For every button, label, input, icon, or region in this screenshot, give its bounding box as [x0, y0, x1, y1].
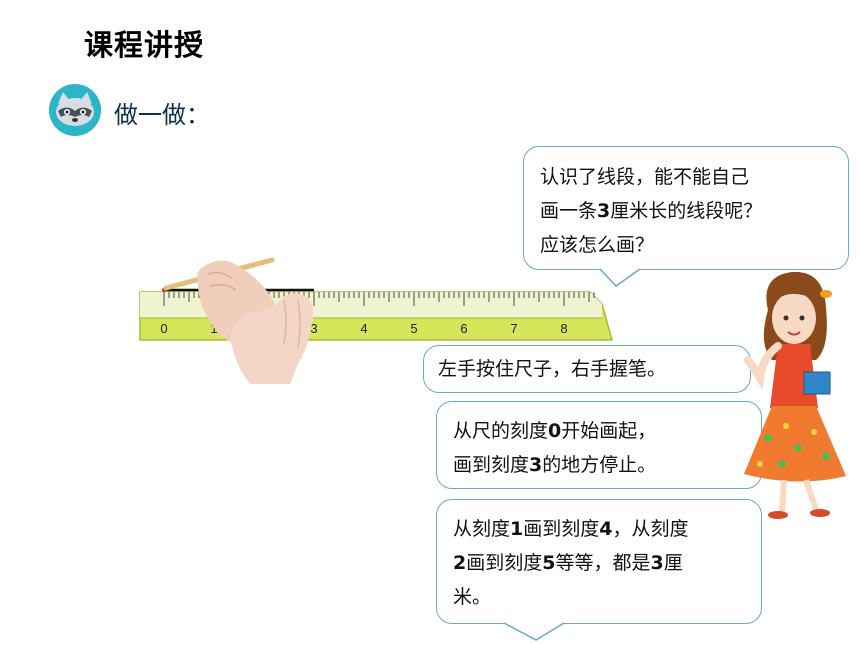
section-badge — [49, 84, 101, 136]
ruler-number-1: 1 — [210, 321, 217, 336]
any-line-1-mid: 画到刻度 — [523, 518, 600, 540]
any-line-2-n2: 5 — [542, 552, 556, 574]
any-line-1: 从刻度1画到刻度4，从刻度 — [453, 512, 761, 546]
start-bubble: 从尺的刻度0开始画起， 画到刻度3的地方停止。 — [436, 401, 762, 489]
question-line-1: 认识了线段，能不能自己 — [540, 166, 750, 188]
question-line-2: 画一条3厘米长的线段呢？ — [540, 194, 848, 228]
ruler-number-7: 7 — [510, 321, 517, 336]
question-line-2-b: 厘米长的线段呢？ — [610, 200, 763, 222]
ruler-number-0: 0 — [160, 321, 167, 336]
any-line-3: 米。 — [453, 586, 492, 608]
any-line-1-n2: 4 — [599, 518, 613, 540]
any-line-2-mid: 画到刻度 — [466, 552, 543, 574]
any-line-2-mid2: 等等，都是 — [555, 552, 651, 574]
left-hand — [230, 293, 314, 384]
raccoon-icon — [56, 92, 94, 126]
start-line-1-b: 开始画起， — [561, 420, 657, 442]
start-line-1: 从尺的刻度0开始画起， — [453, 414, 761, 448]
any-line-1-n1: 1 — [510, 518, 524, 540]
start-line-2-b: 的地方停止。 — [542, 454, 657, 476]
any-line-1-b: ，从刻度 — [612, 518, 689, 540]
any-line-2-n3: 3 — [650, 552, 664, 574]
ruler-number-6: 6 — [460, 321, 467, 336]
question-line-2-num: 3 — [597, 200, 611, 222]
any-line-2: 2画到刻度5等等，都是3厘 — [453, 546, 761, 580]
question-bubble: 认识了线段，能不能自己 画一条3厘米长的线段呢？ 应该怎么画？ — [523, 146, 849, 270]
question-line-2-a: 画一条 — [540, 200, 598, 222]
start-line-2: 画到刻度3的地方停止。 — [453, 448, 761, 482]
any-start-bubble: 从刻度1画到刻度4，从刻度 2画到刻度5等等，都是3厘 米。 — [436, 499, 762, 624]
teacher-girl-illustration — [744, 271, 846, 519]
hands-text: 左手按住尺子，右手握笔。 — [438, 358, 667, 380]
hands-bubble: 左手按住尺子，右手握笔。 — [423, 345, 751, 393]
ruler-number-5: 5 — [410, 321, 417, 336]
start-line-2-a: 画到刻度 — [453, 454, 530, 476]
any-line-2-b: 厘 — [663, 552, 683, 574]
any-bubble-tail — [503, 622, 565, 641]
ruler-number-3: 3 — [310, 321, 317, 336]
page-title: 课程讲授 — [84, 28, 205, 62]
ruler-illustration: 0 1 2 3 4 5 6 7 8 — [138, 252, 618, 391]
any-line-1-a: 从刻度 — [453, 518, 511, 540]
start-line-1-num: 0 — [548, 420, 562, 442]
start-line-1-a: 从尺的刻度 — [453, 420, 549, 442]
question-bubble-tail — [599, 268, 641, 287]
question-line-3: 应该怎么画？ — [540, 234, 655, 256]
section-label: 做一做： — [114, 101, 210, 129]
start-line-2-num: 3 — [529, 454, 543, 476]
any-line-2-n1: 2 — [453, 552, 467, 574]
ruler-number-8: 8 — [560, 321, 567, 336]
ruler-number-4: 4 — [360, 321, 367, 336]
